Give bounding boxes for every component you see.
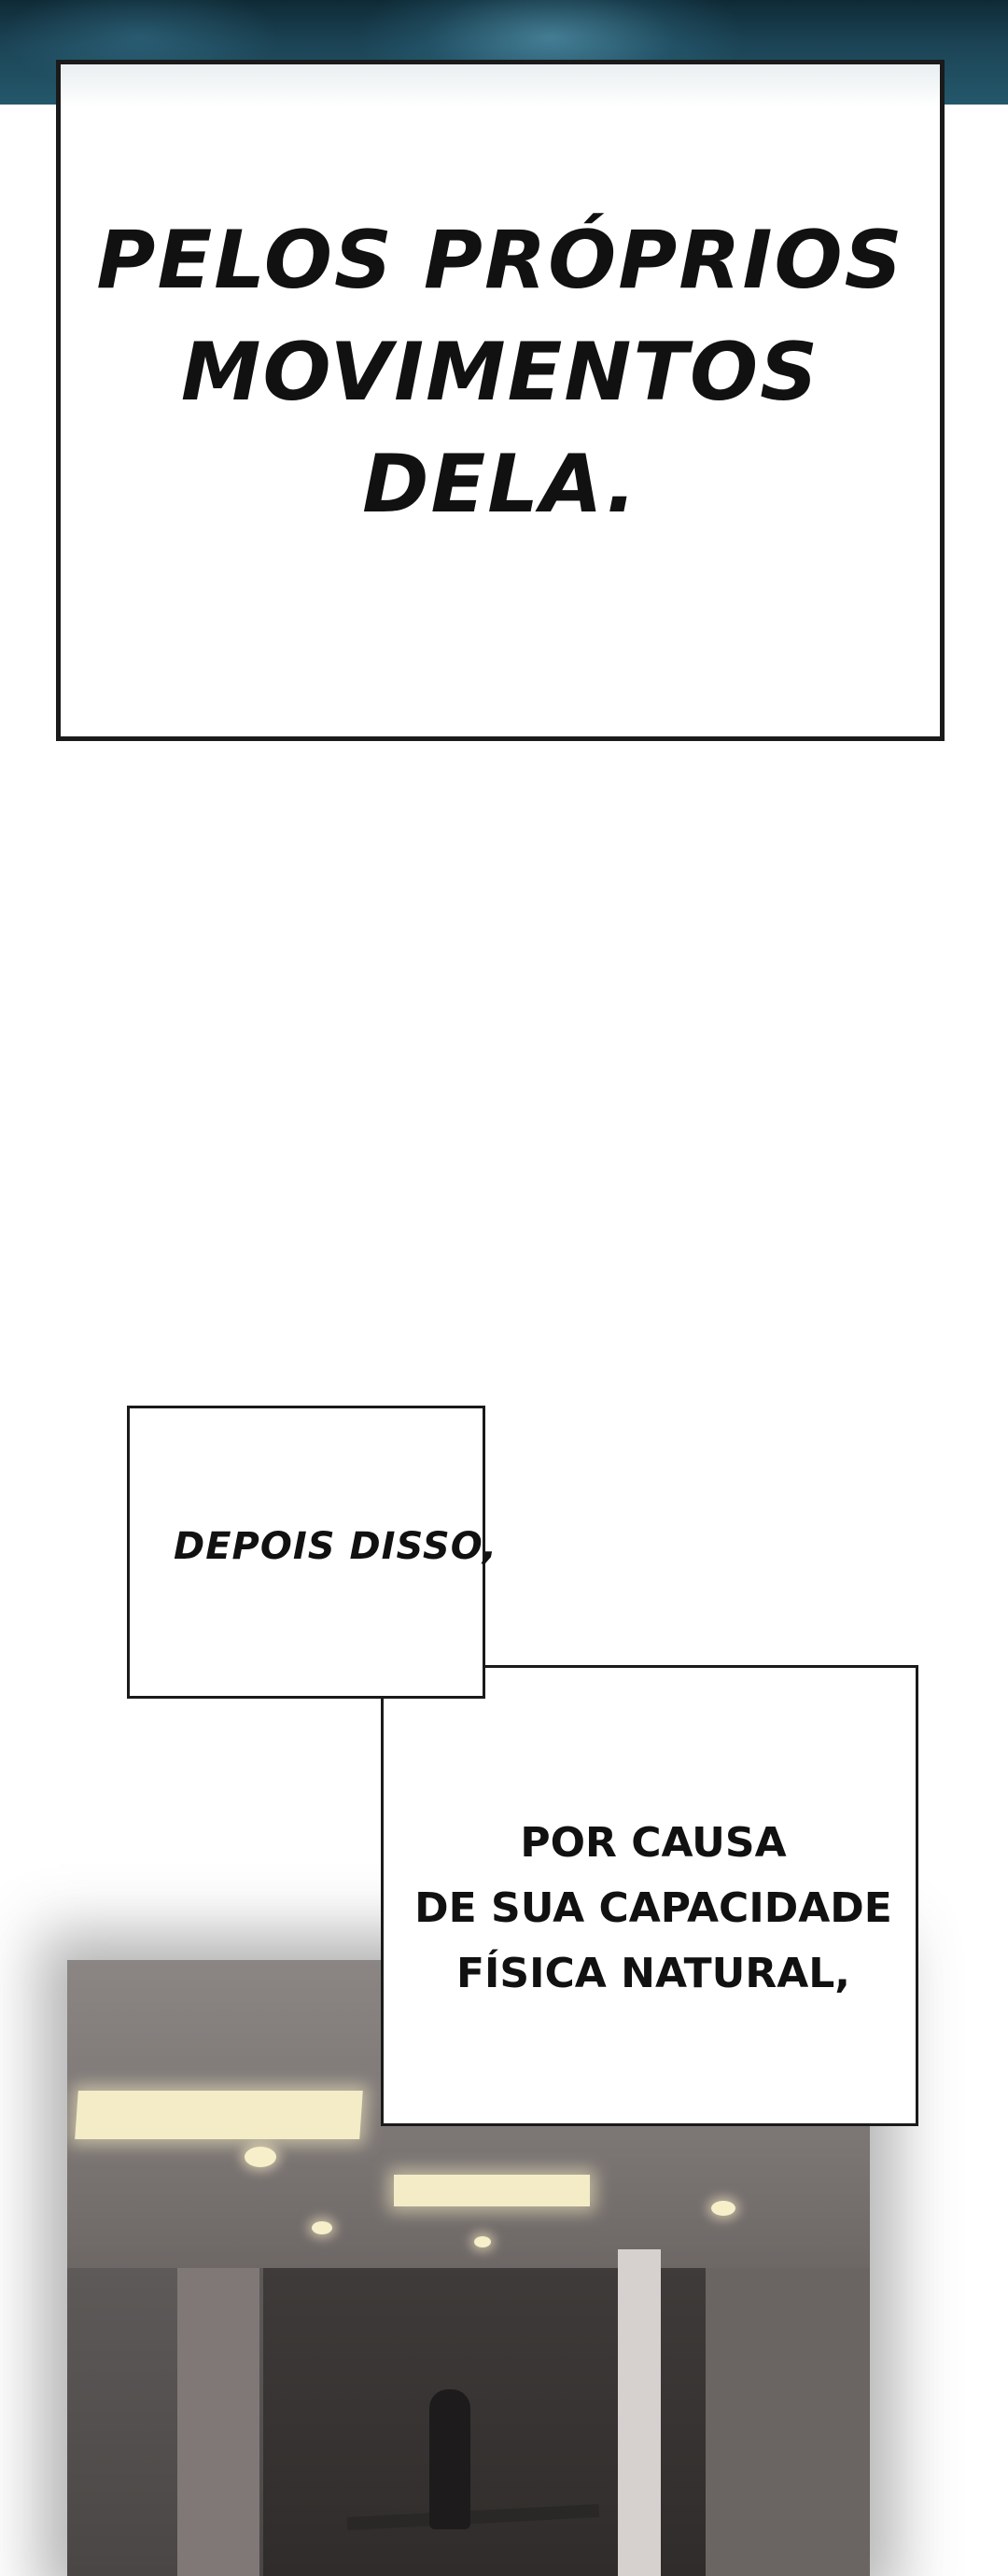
caption-small-2-line: FÍSICA NATURAL, — [455, 1950, 851, 1997]
caption-main-text: PELOS PRÓPRIOS MOVIMENTOS DELA. — [61, 204, 940, 540]
caption-main-line: PELOS PRÓPRIOS MOVIMENTOS DELA. — [96, 214, 904, 531]
scene-ceiling-spot — [312, 2221, 332, 2234]
scene-ceiling-spot — [245, 2147, 276, 2167]
scene-pillar — [618, 2249, 661, 2576]
caption-box-secondary — [381, 1665, 918, 2126]
scene-window — [263, 2268, 749, 2576]
caption-small-1-text: DEPOIS DISSO, — [174, 1525, 498, 1568]
scene-figure — [429, 2389, 470, 2529]
caption-box-join — [384, 1668, 483, 1696]
scene-ceiling-spot — [711, 2201, 735, 2216]
caption-box-main: PELOS PRÓPRIOS MOVIMENTOS DELA. — [56, 60, 945, 741]
scene-light-panel — [394, 2175, 590, 2206]
scene-pillar — [706, 2268, 870, 2576]
caption-small-2-line: DE SUA CAPACIDADE — [414, 1884, 892, 1932]
caption-small-2-line: POR CAUSA — [520, 1819, 787, 1867]
caption-small-2-text: POR CAUSA DE SUA CAPACIDADE FÍSICA NATUR… — [392, 1811, 915, 2007]
caption-box-shade — [61, 64, 940, 107]
scene-light-panel — [75, 2091, 363, 2139]
scene-pillar — [177, 2268, 259, 2576]
caption-box-first — [127, 1406, 485, 1699]
scene-ceiling-spot — [474, 2236, 491, 2247]
